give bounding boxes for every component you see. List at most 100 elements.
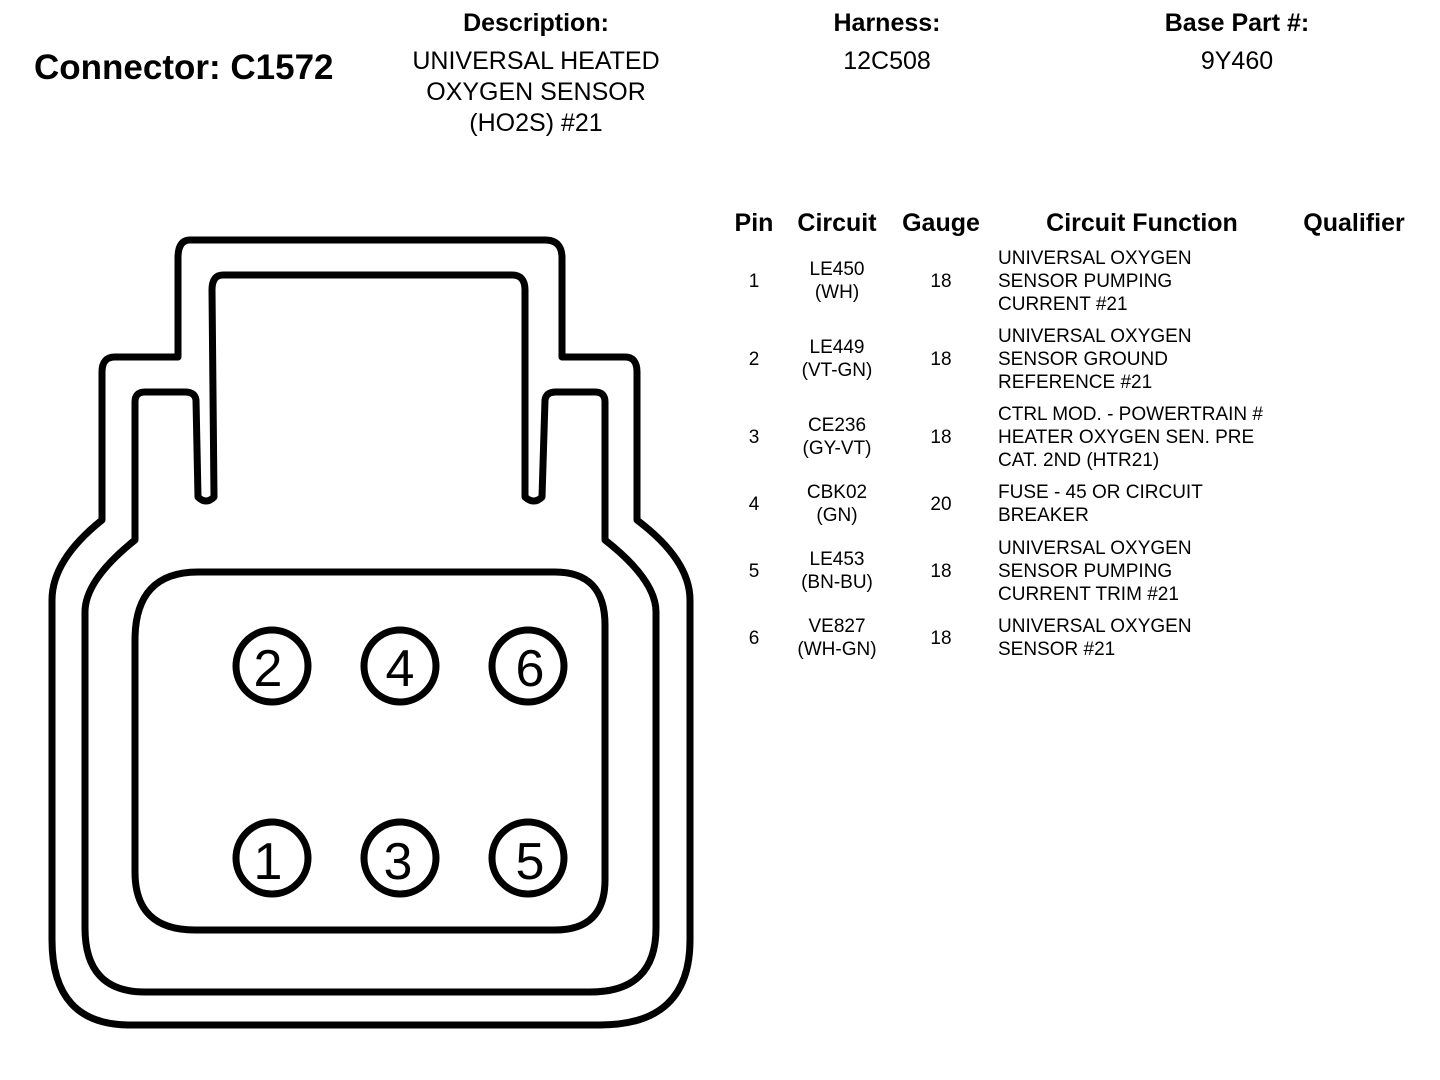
function-line: REFERENCE #21 <box>998 371 1153 393</box>
column-header-pin: Pin <box>734 208 774 237</box>
table-row: 4 CBK02 (GN) 20 FUSE - 45 OR CIRCUIT BRE… <box>726 476 1414 532</box>
description-line: (HO2S) #21 <box>469 109 603 137</box>
function-line: UNIVERSAL OXYGEN <box>998 537 1192 559</box>
qualifier-cell <box>1294 532 1414 610</box>
function-line: CAT. 2ND (HTR21) <box>998 449 1160 471</box>
pin-5-circle <box>488 818 568 898</box>
pin-number: 3 <box>748 426 760 448</box>
pin-2-circle <box>232 626 312 706</box>
housing-inner-outline <box>81 271 660 996</box>
qualifier-cell <box>1294 242 1414 320</box>
pin-1-circle <box>232 818 312 898</box>
pin-label: 2 <box>254 640 283 698</box>
base-part-value: 9Y460 <box>1200 47 1274 75</box>
function-line: CURRENT TRIM #21 <box>998 583 1179 605</box>
connector-title: Connector: C1572 <box>34 48 334 87</box>
gauge-cell: 18 <box>930 560 952 582</box>
description-label: Description: <box>463 9 609 37</box>
housing-outer-outline <box>48 236 694 1029</box>
base-part-label: Base Part #: <box>1164 9 1310 37</box>
pin-number: 2 <box>748 348 760 370</box>
circuit-cell: LE450 (WH) <box>782 242 892 320</box>
wire-color: (WH-GN) <box>797 639 877 660</box>
pin-cavity-outline <box>131 568 609 934</box>
pin-label: 5 <box>516 833 545 891</box>
pin-table: Pin Circuit Gauge Circuit Function Quali… <box>726 204 1414 666</box>
circuit-function-cell: UNIVERSAL OXYGEN SENSOR #21 <box>990 610 1294 666</box>
circuit-id: CE236 <box>807 415 867 436</box>
table-row: 5 LE453 (BN-BU) 18 UNIVERSAL OXYGEN SENS… <box>726 532 1414 610</box>
circuit-cell: CBK02 (GN) <box>782 476 892 532</box>
column-header-gauge: Gauge <box>902 208 980 237</box>
circuit-function-cell: CTRL MOD. - POWERTRAIN # HEATER OXYGEN S… <box>990 398 1294 476</box>
circuit-cell: VE827 (WH-GN) <box>782 610 892 666</box>
gauge-cell: 20 <box>930 493 952 515</box>
gauge-cell: 18 <box>930 348 952 370</box>
description-column: Description: UNIVERSAL HEATED OXYGEN SEN… <box>386 8 686 139</box>
function-line: UNIVERSAL OXYGEN <box>998 325 1192 347</box>
qualifier-cell <box>1294 610 1414 666</box>
function-line: HEATER OXYGEN SEN. PRE <box>998 426 1255 448</box>
wire-color: (VT-GN) <box>801 360 873 381</box>
harness-column: Harness: 12C508 <box>787 8 987 77</box>
pin-number: 1 <box>748 270 760 292</box>
function-line: CURRENT #21 <box>998 293 1128 315</box>
base-part-column: Base Part #: 9Y460 <box>1137 8 1337 77</box>
wire-color: (BN-BU) <box>801 572 873 593</box>
qualifier-cell <box>1294 320 1414 398</box>
function-line: CTRL MOD. - POWERTRAIN # <box>998 403 1263 425</box>
pin-table-header: Pin Circuit Gauge Circuit Function Quali… <box>726 204 1414 242</box>
pin-label: 6 <box>516 640 545 698</box>
function-line: SENSOR PUMPING <box>998 560 1173 582</box>
table-row: 1 LE450 (WH) 18 UNIVERSAL OXYGEN SENSOR … <box>726 242 1414 320</box>
table-row: 6 VE827 (WH-GN) 18 UNIVERSAL OXYGEN SENS… <box>726 610 1414 666</box>
column-header-qualifier: Qualifier <box>1303 208 1405 237</box>
pin-3-circle <box>360 818 440 898</box>
pin-label: 1 <box>254 833 283 891</box>
circuit-id: VE827 <box>808 616 866 637</box>
circuit-function-cell: UNIVERSAL OXYGEN SENSOR PUMPING CURRENT … <box>990 242 1294 320</box>
table-row: 2 LE449 (VT-GN) 18 UNIVERSAL OXYGEN SENS… <box>726 320 1414 398</box>
description-value: UNIVERSAL HEATED OXYGEN SENSOR (HO2S) #2… <box>386 46 686 139</box>
harness-value: 12C508 <box>843 47 931 75</box>
column-header-circuit-function: Circuit Function <box>1046 208 1238 237</box>
pin-4-circle <box>360 626 440 706</box>
qualifier-cell <box>1294 476 1414 532</box>
circuit-id: LE450 <box>809 259 865 280</box>
function-line: SENSOR PUMPING <box>998 270 1173 292</box>
circuit-function-cell: FUSE - 45 OR CIRCUIT BREAKER <box>990 476 1294 532</box>
gauge-cell: 18 <box>930 627 952 649</box>
circuit-id: LE453 <box>809 549 865 570</box>
wire-color: (WH) <box>814 282 860 303</box>
harness-label: Harness: <box>833 9 941 37</box>
description-line: UNIVERSAL HEATED <box>412 47 660 75</box>
pin-6-circle <box>488 626 568 706</box>
circuit-cell: LE449 (VT-GN) <box>782 320 892 398</box>
pin-label: 4 <box>386 640 415 698</box>
function-line: UNIVERSAL OXYGEN <box>998 247 1192 269</box>
pin-number: 5 <box>748 560 760 582</box>
function-line: FUSE - 45 OR CIRCUIT <box>998 482 1203 503</box>
function-line: UNIVERSAL OXYGEN <box>998 616 1192 637</box>
circuit-id: CBK02 <box>806 482 868 503</box>
circuit-cell: LE453 (BN-BU) <box>782 532 892 610</box>
pin-number: 4 <box>748 493 760 515</box>
wire-color: (GY-VT) <box>802 438 872 459</box>
circuit-id: LE449 <box>809 337 865 358</box>
gauge-cell: 18 <box>930 426 952 448</box>
wire-color: (GN) <box>816 505 858 526</box>
function-line: SENSOR #21 <box>998 639 1116 660</box>
circuit-function-cell: UNIVERSAL OXYGEN SENSOR GROUND REFERENCE… <box>990 320 1294 398</box>
circuit-cell: CE236 (GY-VT) <box>782 398 892 476</box>
connector-face-diagram: 2 4 6 1 3 5 <box>48 236 694 1029</box>
circuit-function-cell: UNIVERSAL OXYGEN SENSOR PUMPING CURRENT … <box>990 532 1294 610</box>
pin-label: 3 <box>384 833 413 891</box>
pin-number: 6 <box>748 627 760 649</box>
function-line: SENSOR GROUND <box>998 348 1168 370</box>
column-header-circuit: Circuit <box>797 208 877 237</box>
function-line: BREAKER <box>998 505 1089 526</box>
description-line: OXYGEN SENSOR <box>426 78 646 106</box>
table-row: 3 CE236 (GY-VT) 18 CTRL MOD. - POWERTRAI… <box>726 398 1414 476</box>
gauge-cell: 18 <box>930 270 952 292</box>
qualifier-cell <box>1294 398 1414 476</box>
